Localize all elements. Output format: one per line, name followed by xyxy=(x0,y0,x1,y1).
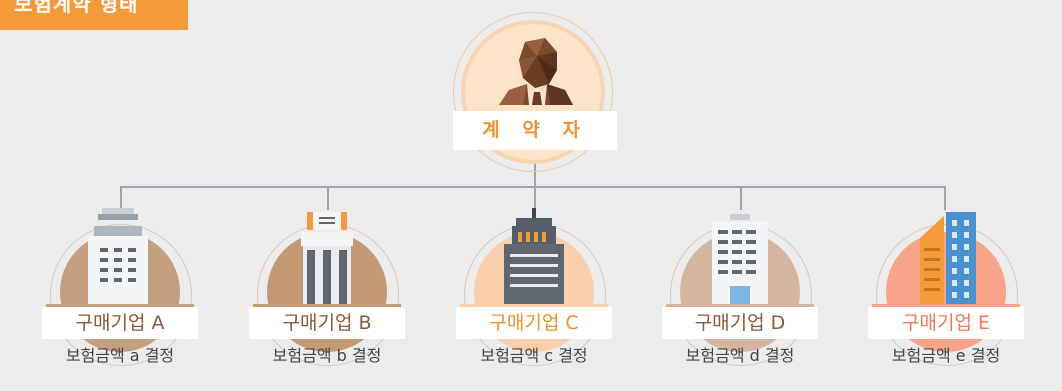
company-c-base xyxy=(460,304,608,307)
connector-drop-a xyxy=(120,186,122,210)
connector-drop-b xyxy=(327,186,329,210)
person-icon xyxy=(499,38,573,105)
company-node-b: 구매기업 B 보험금액 b 결정 xyxy=(249,208,405,378)
skyscraper-icon xyxy=(920,212,976,304)
company-b-decision: 보험금액 b 결정 xyxy=(272,346,382,365)
company-e-base xyxy=(872,304,1020,307)
company-a-ring xyxy=(50,224,192,366)
company-a-decision: 보험금액 a 결정 xyxy=(65,346,175,365)
company-node-e: 구매기업 E 보험금액 e 결정 xyxy=(868,208,1024,378)
contractor-node: 계 약 자 xyxy=(453,12,617,182)
contractor-label: 계 약 자 xyxy=(453,111,617,150)
apartment-building-icon xyxy=(712,214,768,304)
company-node-d: 구매기업 D 보험금액 d 결정 xyxy=(662,208,818,378)
company-b-label: 구매기업 B xyxy=(249,307,405,339)
company-c-label: 구매기업 C xyxy=(456,307,612,339)
company-e-label: 구매기업 E xyxy=(868,307,1024,339)
company-c-decision: 보험금액 c 결정 xyxy=(480,346,588,365)
company-node-c: 구매기업 C 보험금액 c 결정 xyxy=(456,208,612,378)
diagram-title: 보험계약 형태 xyxy=(14,0,139,16)
company-e-decision: 보험금액 e 결정 xyxy=(891,346,1001,365)
company-d-base xyxy=(666,304,814,307)
connector-drop-e xyxy=(944,186,946,210)
connector-drop-d xyxy=(740,186,742,210)
connector-drop-c xyxy=(534,186,536,210)
column-building-icon xyxy=(301,212,353,304)
office-building-icon xyxy=(88,208,148,304)
diagram-title-tab: 보험계약 형태 xyxy=(0,0,188,30)
tower-building-icon xyxy=(504,208,564,304)
company-a-base xyxy=(46,304,194,307)
company-b-base xyxy=(253,304,401,307)
company-d-decision: 보험금액 d 결정 xyxy=(685,346,795,365)
company-node-a: 구매기업 A 보험금액 a 결정 xyxy=(42,208,198,378)
company-d-label: 구매기업 D xyxy=(662,307,818,339)
connector-horizontal xyxy=(120,186,946,188)
company-a-label: 구매기업 A xyxy=(42,307,198,339)
